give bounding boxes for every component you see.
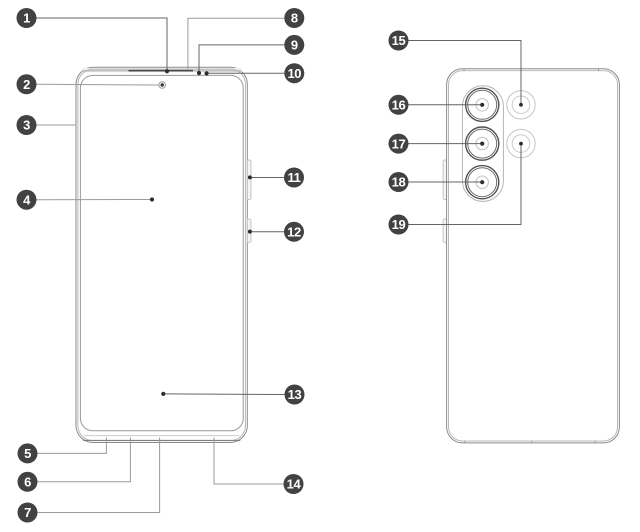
svg-text:19: 19: [392, 217, 406, 232]
svg-text:12: 12: [287, 224, 301, 239]
svg-text:16: 16: [392, 97, 406, 112]
svg-text:14: 14: [287, 477, 302, 492]
svg-text:15: 15: [392, 33, 406, 48]
svg-text:5: 5: [24, 446, 31, 461]
svg-text:10: 10: [287, 66, 301, 81]
svg-text:7: 7: [24, 505, 31, 520]
svg-text:13: 13: [288, 387, 302, 402]
svg-text:11: 11: [288, 170, 301, 185]
svg-text:1: 1: [23, 11, 30, 26]
svg-text:4: 4: [23, 192, 31, 207]
svg-text:2: 2: [23, 77, 30, 92]
svg-text:8: 8: [291, 11, 298, 26]
svg-text:6: 6: [24, 474, 31, 489]
svg-text:9: 9: [291, 38, 298, 53]
svg-text:17: 17: [392, 136, 406, 151]
svg-text:3: 3: [23, 118, 30, 133]
svg-text:18: 18: [392, 175, 406, 190]
